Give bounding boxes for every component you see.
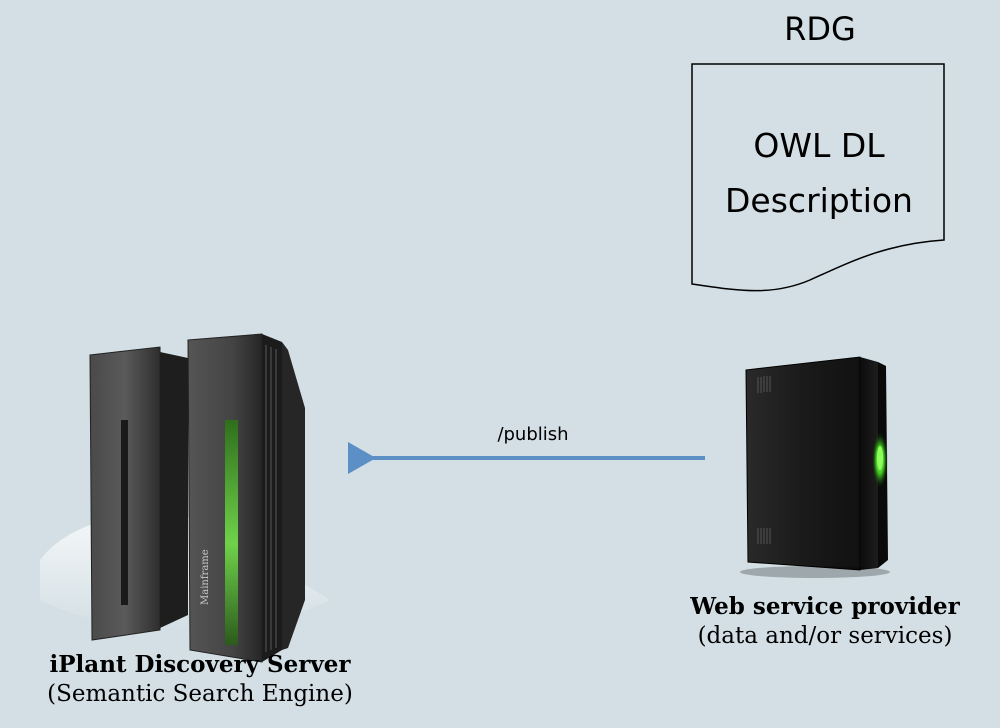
owl-document-shape	[691, 63, 945, 292]
discovery-server-subtitle: (Semantic Search Engine)	[47, 681, 353, 707]
mainframe-device-text: Mainframe	[200, 549, 211, 605]
web-service-provider-name: Web service provider	[690, 593, 960, 620]
owl-document-line2: Description	[725, 181, 913, 220]
discovery-server-name: iPlant Discovery Server	[49, 651, 351, 678]
discovery-server-caption: iPlant Discovery Server (Semantic Search…	[0, 650, 400, 708]
web-service-provider-subtitle: (data and/or services)	[697, 623, 953, 649]
rdg-label: RDG	[784, 10, 856, 48]
owl-document-text: OWL DL Description	[692, 118, 946, 228]
owl-document-line1: OWL DL	[753, 126, 885, 165]
web-service-provider-caption: Web service provider (data and/or servic…	[640, 592, 1000, 650]
mainframe-server-icon: Mainframe	[40, 333, 330, 663]
tower-server-icon	[740, 356, 890, 578]
publish-label: /publish	[497, 424, 569, 445]
